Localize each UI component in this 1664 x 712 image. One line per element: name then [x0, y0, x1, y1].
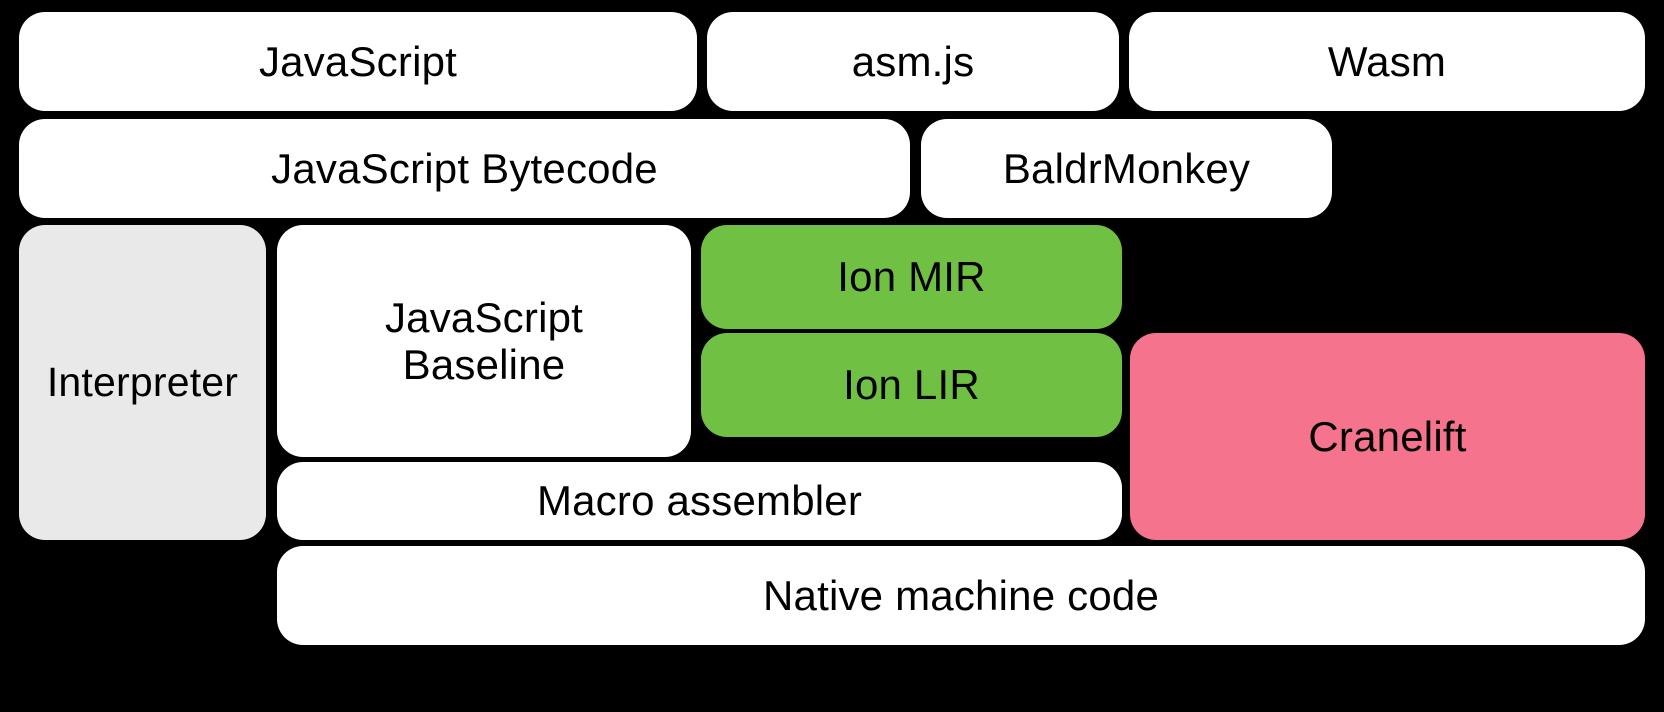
node-interpreter[interactable]: Interpreter [19, 225, 266, 540]
node-javascript[interactable]: JavaScript [19, 12, 697, 111]
node-javascript-baseline[interactable]: JavaScript Baseline [277, 225, 691, 457]
node-ion-mir[interactable]: Ion MIR [701, 225, 1122, 329]
node-macro-assembler[interactable]: Macro assembler [277, 462, 1122, 540]
node-javascript-bytecode[interactable]: JavaScript Bytecode [19, 119, 910, 218]
node-cranelift[interactable]: Cranelift [1130, 333, 1645, 540]
node-baldrmonkey[interactable]: BaldrMonkey [921, 119, 1332, 218]
node-native-machine-code[interactable]: Native machine code [277, 546, 1645, 645]
node-asmjs[interactable]: asm.js [707, 12, 1119, 111]
node-wasm[interactable]: Wasm [1129, 12, 1645, 111]
node-ion-lir[interactable]: Ion LIR [701, 333, 1122, 437]
